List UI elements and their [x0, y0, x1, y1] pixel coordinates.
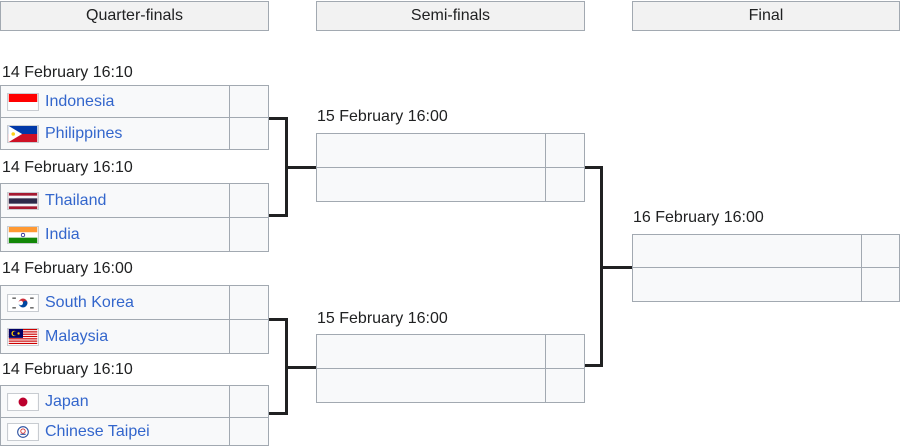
qf2-team2: India: [0, 217, 230, 252]
bracket-line: [585, 364, 603, 367]
qf4-team1-score: [229, 385, 269, 418]
header-quarterfinals: Quarter-finals: [0, 1, 269, 31]
qf1-team1: Indonesia: [0, 85, 230, 118]
bracket-line: [585, 166, 603, 169]
qf3-team2-score: [229, 319, 269, 354]
header-final: Final: [632, 1, 900, 31]
qf1-team1-score: [229, 85, 269, 118]
india-flag-icon: [7, 225, 39, 244]
header-semifinals: Semi-finals: [316, 1, 585, 31]
indonesia-flag-icon: [7, 92, 39, 111]
bracket-line: [269, 412, 287, 415]
south-korea-flag-icon: [7, 293, 39, 312]
sf1-team1: [316, 133, 546, 168]
qf2-date: 14 February 16:10: [2, 159, 133, 176]
qf4-date: 14 February 16:10: [2, 361, 133, 378]
team-link-japan[interactable]: Japan: [45, 392, 89, 410]
team-link-philippines[interactable]: Philippines: [45, 124, 123, 142]
bracket-line: [269, 117, 287, 120]
sf2-team1-score: [545, 334, 585, 369]
qf3-date: 14 February 16:00: [2, 260, 133, 277]
qf3-team1: South Korea: [0, 285, 230, 320]
final-team1: [632, 234, 862, 268]
team-link-chinese-taipei[interactable]: Chinese Taipei: [45, 422, 150, 440]
qf2-team1: Thailand: [0, 183, 230, 218]
final-team2: [632, 267, 862, 302]
sf1-team2: [316, 167, 546, 202]
qf4-team1: Japan: [0, 385, 230, 418]
qf4-team2: Chinese Taipei: [0, 417, 230, 446]
team-link-south-korea[interactable]: South Korea: [45, 293, 134, 311]
qf2-team2-score: [229, 217, 269, 252]
qf1-date: 14 February 16:10: [2, 64, 133, 81]
malaysia-flag-icon: [7, 327, 39, 346]
sf1-date: 15 February 16:00: [317, 108, 448, 125]
qf2-team1-score: [229, 183, 269, 218]
qf4-team2-score: [229, 417, 269, 446]
qf3-team1-score: [229, 285, 269, 320]
bracket-line: [285, 366, 316, 369]
final-team2-score: [861, 267, 900, 302]
sf2-team2: [316, 368, 546, 403]
bracket-line: [269, 318, 287, 321]
team-link-indonesia[interactable]: Indonesia: [45, 92, 115, 110]
sf1-team2-score: [545, 167, 585, 202]
japan-flag-icon: [7, 392, 39, 411]
sf2-team1: [316, 334, 546, 369]
bracket-line: [269, 214, 287, 217]
team-link-malaysia[interactable]: Malaysia: [45, 327, 109, 345]
final-team1-score: [861, 234, 900, 268]
sf1-team1-score: [545, 133, 585, 168]
thailand-flag-icon: [7, 191, 39, 210]
qf1-team2: Philippines: [0, 117, 230, 150]
sf2-date: 15 February 16:00: [317, 310, 448, 327]
bracket-line: [285, 166, 316, 169]
sf2-team2-score: [545, 368, 585, 403]
team-link-india[interactable]: India: [45, 225, 80, 243]
philippines-flag-icon: [7, 124, 39, 143]
chinese-taipei-flag-icon: [7, 422, 39, 441]
qf3-team2: Malaysia: [0, 319, 230, 354]
qf1-team2-score: [229, 117, 269, 150]
bracket-line: [600, 266, 632, 269]
team-link-thailand[interactable]: Thailand: [45, 191, 107, 209]
final-date: 16 February 16:00: [633, 209, 764, 226]
